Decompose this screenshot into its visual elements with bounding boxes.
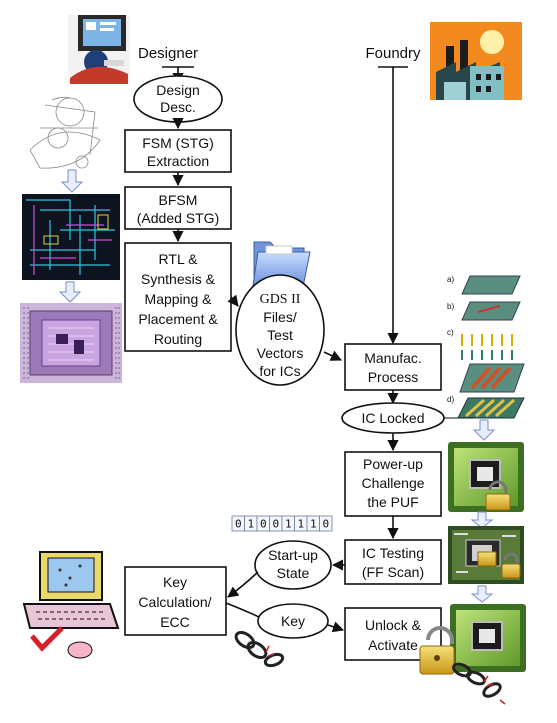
design-desc-node: Design Desc. [133,75,223,123]
fabrication-steps-image: a) b) c) d) [447,275,525,419]
rtl-line-5: Routing [154,331,202,347]
scan-bit: 1 [297,518,304,531]
unlock-line-2: Activate [368,637,418,653]
test-board-image [448,526,524,584]
fab-step-d: d) [447,395,454,404]
powerup-line-3: the PUF [367,494,418,510]
key-label: Key [281,613,305,629]
scan-bit-cell: 1 [281,515,295,532]
gds-line-1: GDS II [260,292,301,307]
ic-locked-label: IC Locked [361,410,424,426]
scan-bit: 0 [322,518,329,531]
key-node: Key [257,603,329,639]
manufac-line-2: Process [368,369,419,385]
down-arrow-icon-2 [58,281,82,303]
gds-line-5: for ICs [259,363,300,379]
scan-bit-cell: 1 [306,515,320,532]
fab-step-a: a) [447,275,454,284]
layout-screenshot [22,194,120,280]
key-calculation-box: Key Calculation/ ECC [124,566,227,636]
down-arrow-icon [60,169,84,193]
broken-chain-icon-2 [452,662,506,705]
factory-icon [430,22,522,100]
locked-chip-image [448,442,524,512]
bfsm-line-2: (Added STG) [137,210,219,226]
rtl-line-2: Synthesis & [141,271,216,287]
down-arrow-icon-4 [470,511,494,529]
down-arrow-icon-3 [472,419,496,441]
scan-bit-cell: 1 [244,515,258,532]
rtl-line-3: Mapping & [145,291,213,307]
unlocked-chip-image [450,604,526,672]
broken-chain-icon [234,630,285,668]
designer-label: Designer [138,45,198,62]
rtl-line-1: RTL & [159,251,199,267]
scan-bit: 0 [235,518,242,531]
user-computer-icon [22,551,120,659]
scan-bit-cell: 0 [319,515,333,532]
designer-computer-icon [68,15,130,84]
keycalc-line-2: Calculation/ [138,594,211,610]
bfsm-box: BFSM (Added STG) [124,186,232,230]
powerup-line-1: Power-up [363,456,423,472]
keycalc-line-3: ECC [160,614,190,630]
startup-line-1: Start-up [268,547,318,563]
rtl-line-4: Placement & [138,311,218,327]
fab-step-b: b) [447,302,454,311]
startup-state-node: Start-up State [254,540,332,590]
gds-files-node: GDS II Files/ Test Vectors for ICs [235,274,325,386]
powerup-challenge-box: Power-up Challenge the PUF [344,451,442,517]
manufac-process-box: Manufac. Process [344,343,442,391]
scan-bit: 1 [285,518,292,531]
gds-line-3: Test [267,327,293,343]
scan-bit-cell: 0 [269,515,283,532]
fab-step-c: c) [447,328,454,337]
scan-bit: 0 [272,518,279,531]
fsm-line-2: Extraction [147,153,209,169]
fsm-line-1: FSM (STG) [142,135,214,151]
ic-testing-line-1: IC Testing [362,545,424,561]
startup-line-2: State [277,565,310,581]
scan-bit-cell: 0 [231,515,245,532]
unlock-line-1: Unlock & [365,617,422,633]
design-desc-line-2: Desc. [160,99,196,115]
foundry-label: Foundry [365,45,421,62]
ic-testing-line-2: (FF Scan) [362,564,424,580]
ic-locked-node: IC Locked [341,402,445,434]
powerup-line-2: Challenge [361,475,424,491]
design-desc-line-1: Design [156,82,200,98]
fsm-extraction-box: FSM (STG) Extraction [124,129,232,173]
gds-line-2: Files/ [263,309,297,325]
rtl-synthesis-box: RTL & Synthesis & Mapping & Placement & … [124,242,232,352]
scan-bit: 1 [310,518,317,531]
keycalc-line-1: Key [163,574,187,590]
open-padlock-icon [419,626,455,675]
manufac-line-1: Manufac. [364,350,422,366]
unlock-activate-box: Unlock & Activate [344,607,442,661]
down-arrow-icon-5 [470,585,494,603]
bfsm-line-1: BFSM [159,192,198,208]
ic-testing-box: IC Testing (FF Scan) [344,539,442,585]
gds-line-4: Vectors [257,345,304,361]
chip-layout-image [20,303,122,383]
scan-bit: 1 [247,518,254,531]
scan-bit-cell: 1 [294,515,308,532]
scan-bit-cell: 0 [256,515,270,532]
schematic-sketch [29,96,101,169]
scan-bit: 0 [260,518,267,531]
